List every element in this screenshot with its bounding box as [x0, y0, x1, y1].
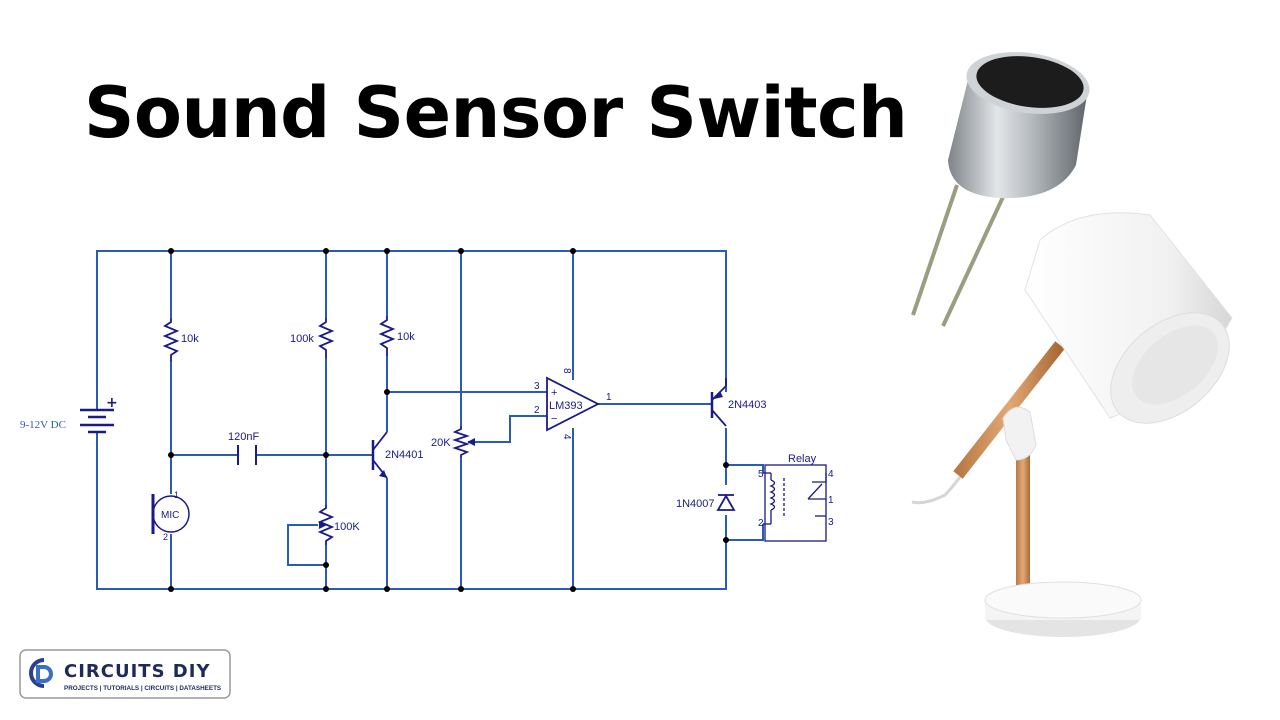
top-rail — [96, 250, 727, 395]
cap-label: 120nF — [228, 431, 259, 443]
logo-name: CIRCUITS DIY — [64, 661, 210, 682]
relay-pin2: 2 — [758, 518, 764, 529]
battery-symbol — [80, 408, 114, 434]
resistor-r1 — [162, 318, 180, 362]
opamp-pin8: 8 — [561, 368, 572, 374]
opamp-label: LM393 — [549, 400, 583, 412]
bottom-rail — [96, 445, 727, 590]
desk-lamp-photo — [911, 212, 1233, 637]
pot-20k-wiper — [467, 438, 475, 446]
opamp-symbol — [546, 376, 600, 432]
mic-label: MIC — [161, 510, 179, 521]
pot-100k-wiper — [319, 521, 327, 529]
pot1-label: 100K — [334, 521, 360, 533]
q2-label: 2N4403 — [728, 399, 767, 411]
mic-pin2: 2 — [163, 532, 168, 542]
opamp-pin1: 1 — [606, 392, 612, 403]
resistors — [162, 316, 470, 545]
relay-pin3: 3 — [828, 517, 834, 528]
logo-tagline: PROJECTS | TUTORIALS | CIRCUITS | DATASH… — [64, 685, 221, 692]
relay-pin1: 1 — [828, 495, 834, 506]
diode-symbol — [716, 494, 736, 511]
opamp-pin4: 4 — [561, 434, 572, 440]
logo-mark-icon — [29, 658, 53, 688]
mic-pin1: 1 — [174, 490, 179, 500]
q1-label: 2N4401 — [385, 449, 424, 461]
microphone-symbol — [151, 494, 190, 534]
opamp-pin3: 3 — [534, 381, 540, 392]
pot2-label: 20K — [431, 437, 451, 449]
microphone-photo — [911, 52, 1090, 327]
potentiometer-20k — [452, 426, 470, 458]
relay-symbol — [763, 464, 827, 542]
r3-label: 10k — [397, 331, 415, 343]
battery-plus: + — [106, 395, 118, 411]
junction-nodes — [168, 248, 729, 592]
opamp-pin2: 2 — [534, 405, 540, 416]
capacitor-symbol — [237, 445, 257, 465]
relay-pin5: 5 — [758, 469, 764, 480]
diode-label: 1N4007 — [676, 498, 715, 510]
resistor-r3 — [378, 316, 396, 356]
opamp-minus: − — [551, 413, 557, 425]
opamp-plus: + — [551, 387, 557, 399]
resistor-r2 — [317, 318, 335, 358]
r2-label: 100k — [290, 333, 314, 345]
page-title: Sound Sensor Switch — [84, 72, 908, 154]
relay-pin4: 4 — [828, 469, 834, 480]
relay-label: Relay — [788, 453, 817, 465]
battery-label: 9-12V DC — [20, 419, 66, 431]
r1-label: 10k — [181, 333, 199, 345]
